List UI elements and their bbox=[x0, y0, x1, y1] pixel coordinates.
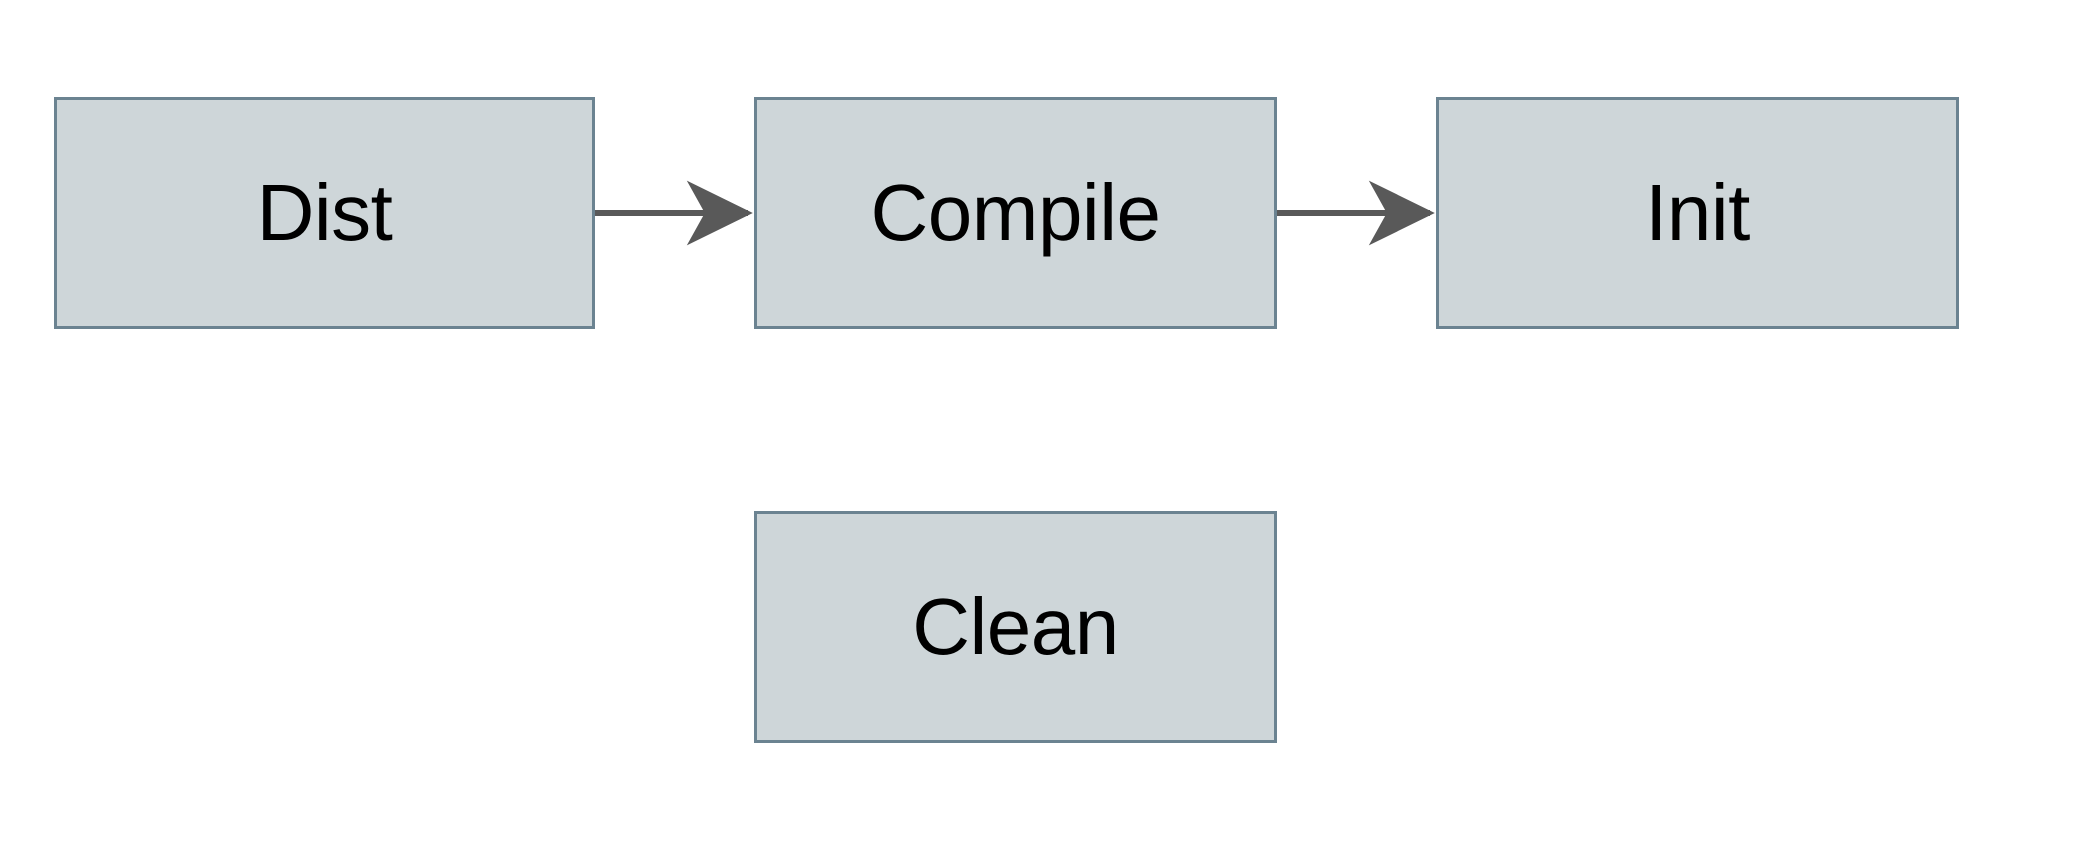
node-init-label: Init bbox=[1645, 168, 1750, 257]
node-init[interactable]: Init bbox=[1436, 97, 1959, 329]
node-dist-label: Dist bbox=[256, 168, 393, 257]
node-clean[interactable]: Clean bbox=[754, 511, 1277, 743]
node-clean-label: Clean bbox=[912, 582, 1119, 671]
node-dist[interactable]: Dist bbox=[54, 97, 595, 329]
node-compile-label: Compile bbox=[870, 168, 1161, 257]
node-compile[interactable]: Compile bbox=[754, 97, 1277, 329]
